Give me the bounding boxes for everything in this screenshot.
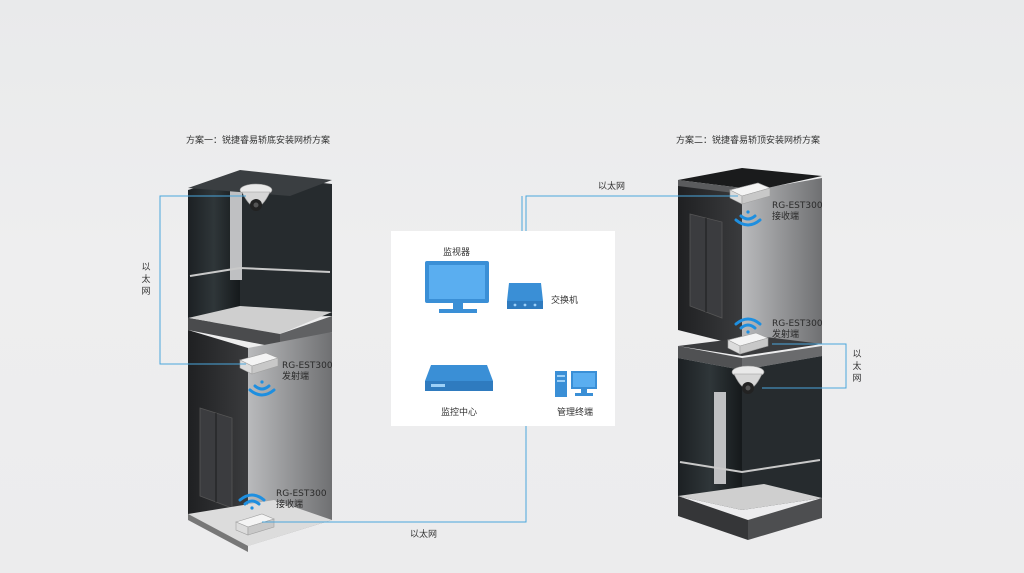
floor-slab-left [188, 318, 280, 348]
switch-label: 交换机 [551, 296, 579, 306]
handrail [679, 459, 821, 474]
bridge-transmitter-one [239, 352, 279, 375]
nvr-icon [425, 365, 493, 391]
scheme-two-title: 方案二：锐捷睿易轿顶安装网桥方案 [676, 136, 821, 146]
cabin-left-glass [188, 174, 240, 326]
ethernet-label-scheme-one: 以太网 [141, 263, 151, 297]
receiver-label-one: RG-EST300 接收端 [276, 489, 327, 510]
shaft-right-wall [742, 178, 822, 346]
elevator-scheme-two [678, 168, 822, 540]
wifi-icon [248, 380, 276, 397]
transmitter-label-one: RG-EST300 发射端 [282, 361, 333, 382]
monitor-label: 监视器 [443, 248, 471, 258]
dome-camera-two [731, 365, 765, 394]
network-panel: 监视器 交换机 监控中心 管理终端 [391, 231, 615, 426]
cabin-floor [188, 306, 332, 334]
wifi-icon [734, 317, 762, 334]
control-panel [230, 190, 242, 280]
computer-icon [555, 371, 597, 397]
cabin-left-glass [678, 358, 742, 510]
scheme-one-title: 方案一：锐捷睿易轿底安装网桥方案 [186, 136, 331, 146]
nvr-label: 监控中心 [441, 408, 478, 418]
wifi-icon [734, 210, 762, 227]
switch-icon [507, 283, 543, 309]
monitor-icon [425, 261, 489, 313]
ethernet-label-bottom: 以太网 [410, 530, 438, 540]
cable-scheme-two [762, 343, 847, 389]
control-panel [714, 392, 726, 484]
cabin-right-glass [742, 356, 822, 510]
receiver-label-two: RG-EST300 接收端 [772, 201, 823, 222]
transmitter-label-two: RG-EST300 发射端 [772, 319, 823, 340]
wifi-icon [238, 493, 266, 510]
dome-camera-one [239, 183, 273, 211]
bridge-transmitter-two [727, 332, 769, 355]
ethernet-label-top: 以太网 [598, 182, 626, 192]
cabin-right-glass [240, 174, 332, 318]
handrail [189, 266, 331, 277]
terminal-label: 管理终端 [557, 408, 594, 418]
ethernet-label-scheme-two: 以太网 [852, 350, 862, 384]
cable-scheme-one [159, 195, 246, 365]
cabin-roof [188, 170, 332, 196]
elevator-scheme-one [188, 170, 332, 552]
bridge-receiver-two [729, 182, 771, 205]
